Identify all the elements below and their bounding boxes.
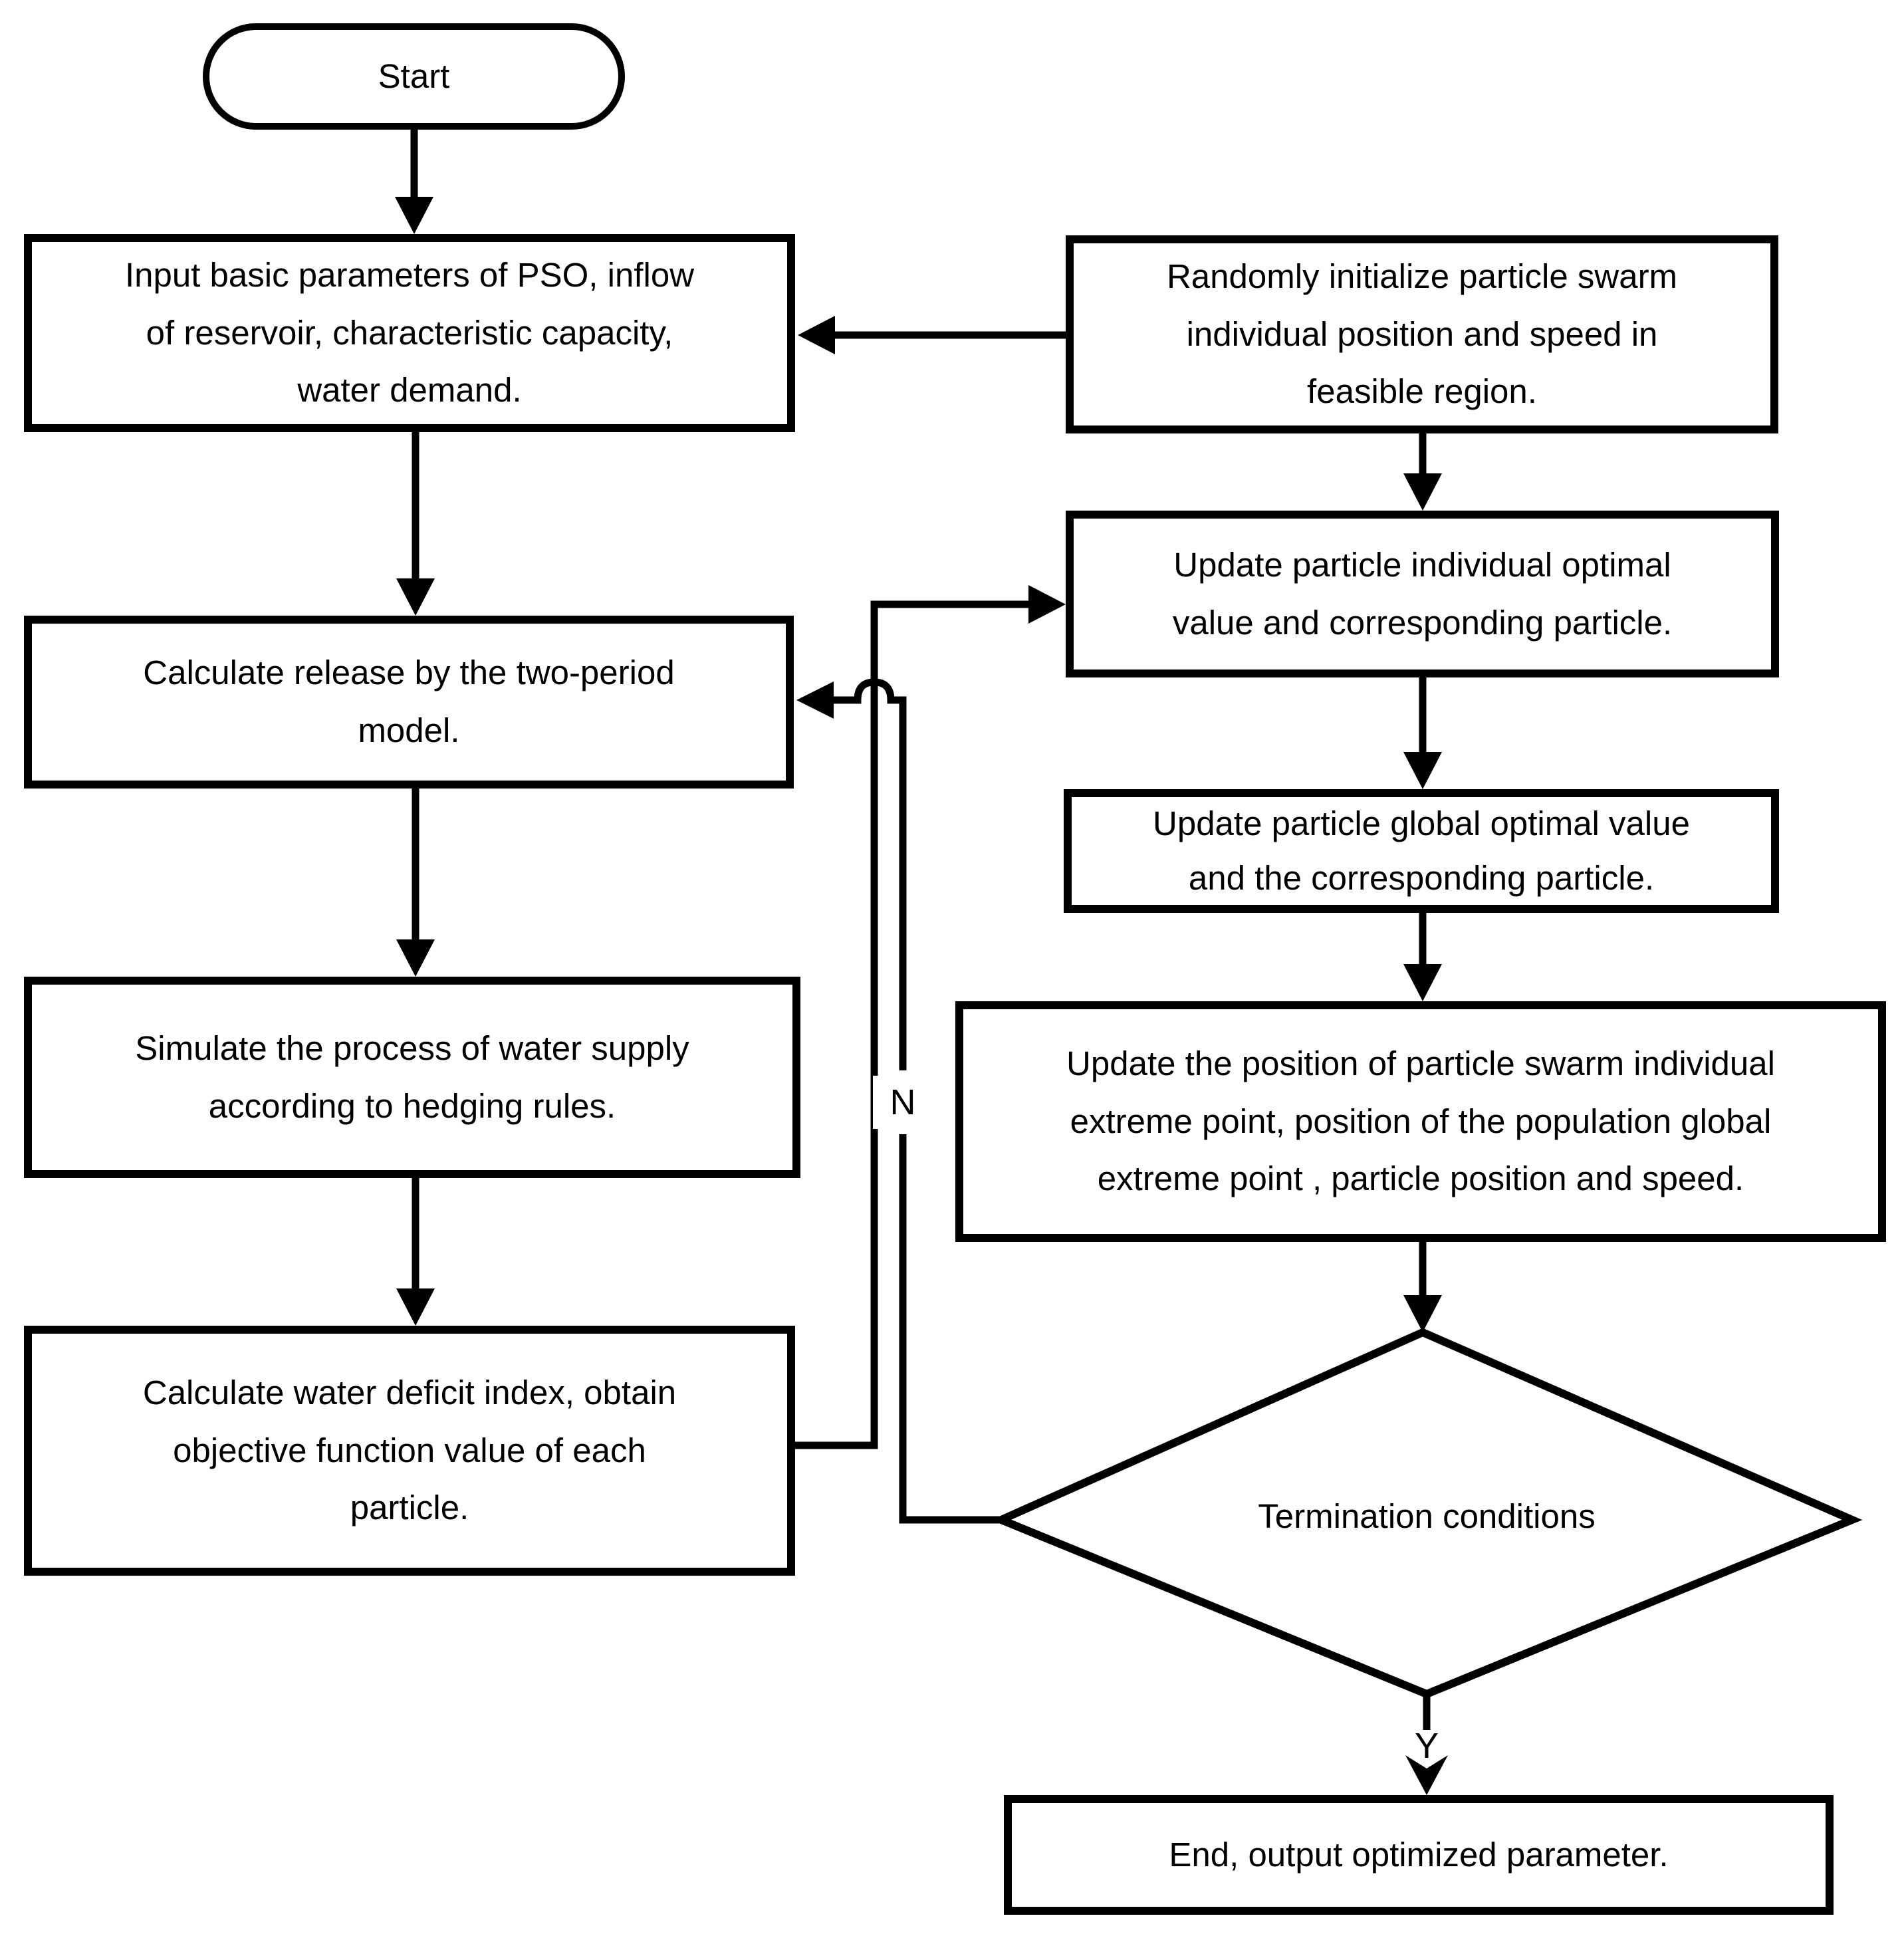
node-random-initialize-label: Randomly initialize particle swarm indiv… [1166,257,1678,411]
edge-calc-deficit-to-update-individual [794,600,1031,1449]
node-start: Start [203,23,625,130]
node-termination-conditions: Termination conditions [1134,1480,1719,1553]
arrowhead-into-update-global-top [1403,752,1442,789]
node-update-global-optimal-label: Update particle global optimal value and… [1153,804,1690,897]
node-calculate-water-deficit-label: Calculate water deficit index, obtain ob… [142,1373,677,1527]
arrowhead-into-calc-deficit-top [396,1288,435,1326]
node-update-position: Update the position of particle swarm in… [955,1001,1886,1242]
node-update-individual-optimal: Update particle individual optimal value… [1066,511,1779,677]
arrowhead-into-simulate-top [396,939,435,977]
arrowhead-into-update-individual-left [1028,585,1066,624]
edge-label-yes: Y [1414,1726,1439,1766]
edge-label-no: N [873,1076,933,1129]
node-update-individual-optimal-label: Update particle individual optimal value… [1172,545,1673,642]
node-start-label: Start [378,57,450,95]
node-calculate-release-label: Calculate release by the two-period mode… [143,654,675,749]
node-calculate-water-deficit: Calculate water deficit index, obtain ob… [24,1326,795,1576]
arrowhead-into-end-top [1405,1755,1448,1795]
arrowhead-into-calc-release-top [396,578,435,616]
arrowhead-into-update-individual-top [1403,473,1442,511]
node-calculate-release: Calculate release by the two-period mode… [24,616,794,789]
node-end-label: End, output optimized parameter. [1169,1835,1669,1874]
arrowhead-into-termination-top [1403,1295,1442,1332]
node-input-parameters: Input basic parameters of PSO, inflow of… [24,234,795,432]
decision-termination-shape [991,1328,1863,1699]
node-termination-conditions-label: Termination conditions [1258,1497,1596,1535]
edge-termination-n-loop-lower [899,1134,1001,1524]
arrowhead-into-input-right [798,316,835,354]
node-simulate-water-supply: Simulate the process of water supply acc… [24,977,800,1178]
node-update-position-label: Update the position of particle swarm in… [1066,1044,1775,1198]
edge-termination-n-loop-upper [834,678,907,1070]
node-update-global-optimal: Update particle global optimal value and… [1064,789,1779,913]
node-simulate-water-supply-label: Simulate the process of water supply acc… [135,1029,689,1125]
arrowhead-into-input-top [395,197,433,234]
node-input-parameters-label: Input basic parameters of PSO, inflow of… [124,255,695,410]
node-random-initialize: Randomly initialize particle swarm indiv… [1066,235,1778,433]
arrowhead-into-update-position-top [1403,964,1442,1001]
arrowhead-into-calc-release-right [796,681,834,719]
node-end: End, output optimized parameter. [1004,1795,1834,1915]
